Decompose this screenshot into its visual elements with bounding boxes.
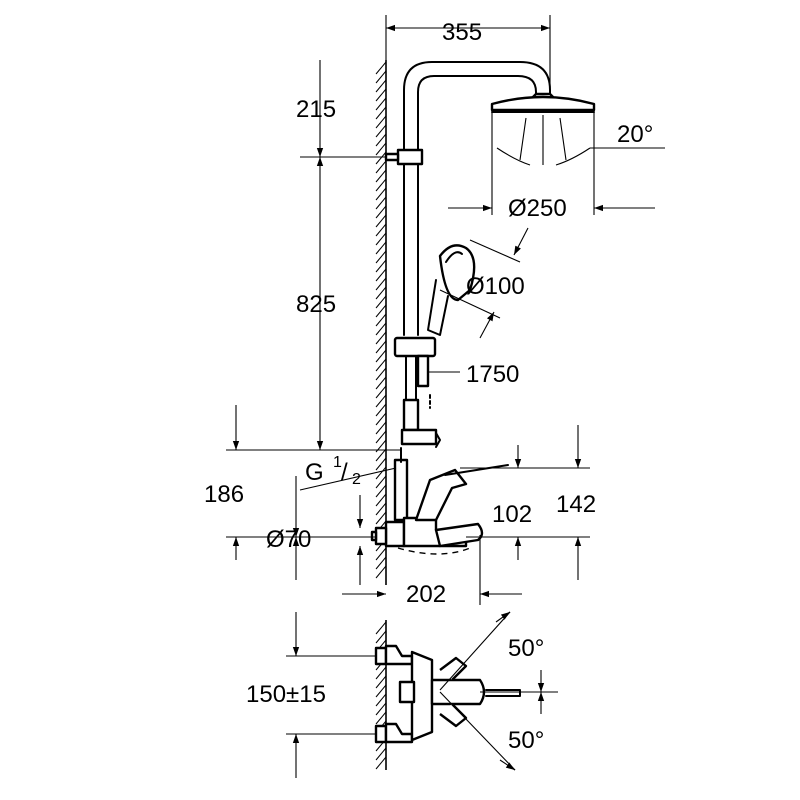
wall-hatch-icon: [375, 79, 387, 93]
wall-hatch-icon: [375, 178, 387, 192]
wall-hatch-icon: [375, 376, 387, 390]
label-angle-50-bottom: 50°: [508, 727, 544, 754]
wall-hatch-icon: [375, 448, 387, 462]
dimension-labels: 355 215 825 20° Ø250 Ø100 1750 G 1 / 2 1…: [204, 19, 653, 754]
wall-hatch-icon: [375, 295, 387, 309]
wall-hatch-icon: [375, 70, 387, 84]
plan-view-mixer: [374, 644, 521, 744]
wall-hatch-icon: [375, 304, 387, 318]
wall-hatch-icon: [375, 142, 387, 156]
wall-hatch-icon: [375, 565, 387, 579]
wall-hatch-icon: [375, 466, 387, 480]
label-diameter-100: Ø100: [466, 273, 525, 300]
overhead-shower-head: [490, 92, 596, 215]
wall-hatch-icon: [375, 322, 387, 336]
slider-holder: [393, 336, 437, 358]
wall-hatch-icon: [375, 711, 387, 725]
wall-hatch-icon: [375, 675, 387, 689]
wall-hatch-icon: [375, 475, 387, 489]
wall-hatch-icon: [375, 259, 387, 273]
label-angle-20: 20°: [617, 121, 653, 148]
wall-hatch-icon: [375, 268, 387, 282]
label-825: 825: [296, 291, 336, 318]
wall-hatch-icon: [375, 106, 387, 120]
wall-hatch-icon: [375, 151, 387, 165]
wall-hatch-icon: [375, 277, 387, 291]
wall-hatch-icon: [375, 88, 387, 102]
wall-hatch-icon: [375, 340, 387, 354]
svg-text:/: /: [341, 459, 348, 486]
wall-hatch-icon: [375, 313, 387, 327]
wall-hatch-icon: [375, 358, 387, 372]
wall-hatch-icon: [375, 457, 387, 471]
wall-lower: [375, 620, 387, 770]
label-202: 202: [406, 581, 446, 608]
wall-hatch-icon: [375, 684, 387, 698]
wall-hatch-icon: [375, 214, 387, 228]
label-355: 355: [442, 19, 482, 46]
riser-pipe: [384, 61, 551, 411]
wall-hatch-icon: [375, 115, 387, 129]
wall-hatch-icon: [375, 702, 387, 716]
wall-hatch-icon: [375, 421, 387, 435]
wall-hatch-icon: [375, 61, 387, 75]
wall-hatch-icon: [375, 169, 387, 183]
wall-hatch-icon: [375, 693, 387, 707]
wall-hatch-icon: [375, 160, 387, 174]
wall-connector: [374, 526, 388, 546]
wall-hatch-icon: [375, 630, 387, 644]
wall-hatch-icon: [375, 511, 387, 525]
label-215: 215: [296, 96, 336, 123]
wall-hatch-icon: [375, 556, 387, 570]
wall-hatch-icon: [375, 196, 387, 210]
wall-hatch-icon: [375, 502, 387, 516]
wall-hatch-icon: [375, 205, 387, 219]
wall-hatch-icon: [375, 385, 387, 399]
label-diameter-250: Ø250: [508, 195, 567, 222]
mixer-thermostat: [370, 398, 509, 555]
label-142: 142: [556, 491, 596, 518]
wall-bracket-bottom: [400, 428, 438, 446]
hand-shower: [393, 244, 476, 409]
wall-hatch-icon: [375, 621, 387, 635]
wall-hatch-icon: [375, 349, 387, 363]
wall-hatch-icon: [375, 666, 387, 680]
wall-hatch-icon: [375, 187, 387, 201]
wall-hatch-icon: [375, 331, 387, 345]
wall-hatch-icon: [375, 394, 387, 408]
label-102: 102: [492, 501, 532, 528]
wall-hatch-icon: [375, 547, 387, 561]
dimension-lines: [226, 15, 665, 778]
label-diameter-70: Ø70: [266, 526, 311, 553]
label-thread-num: 1: [333, 454, 342, 471]
wall-hatch-icon: [375, 241, 387, 255]
label-thread-den: 2: [352, 471, 361, 488]
wall-hatch-icon: [375, 367, 387, 381]
wall-hatch-icon: [375, 412, 387, 426]
wall-hatch-icon: [375, 124, 387, 138]
label-186: 186: [204, 481, 244, 508]
wall-hatch-icon: [375, 747, 387, 761]
wall-hatch-icon: [375, 430, 387, 444]
wall-hatch-icon: [375, 484, 387, 498]
wall-hatch-icon: [375, 250, 387, 264]
label-1750: 1750: [466, 361, 519, 388]
label-thread-g: G: [305, 459, 324, 486]
wall-upper: [375, 60, 387, 585]
wall-hatch-icon: [375, 756, 387, 770]
wall-hatch-icon: [375, 403, 387, 417]
wall-hatch-icon: [375, 232, 387, 246]
label-angle-50-top: 50°: [508, 635, 544, 662]
wall-hatch-icon: [375, 493, 387, 507]
label-150: 150±15: [246, 681, 326, 708]
wall-hatch-icon: [375, 286, 387, 300]
wall-hatch-icon: [375, 97, 387, 111]
wall-hatch-icon: [375, 223, 387, 237]
wall-bracket-top: [396, 148, 424, 166]
wall-hatch-icon: [375, 133, 387, 147]
